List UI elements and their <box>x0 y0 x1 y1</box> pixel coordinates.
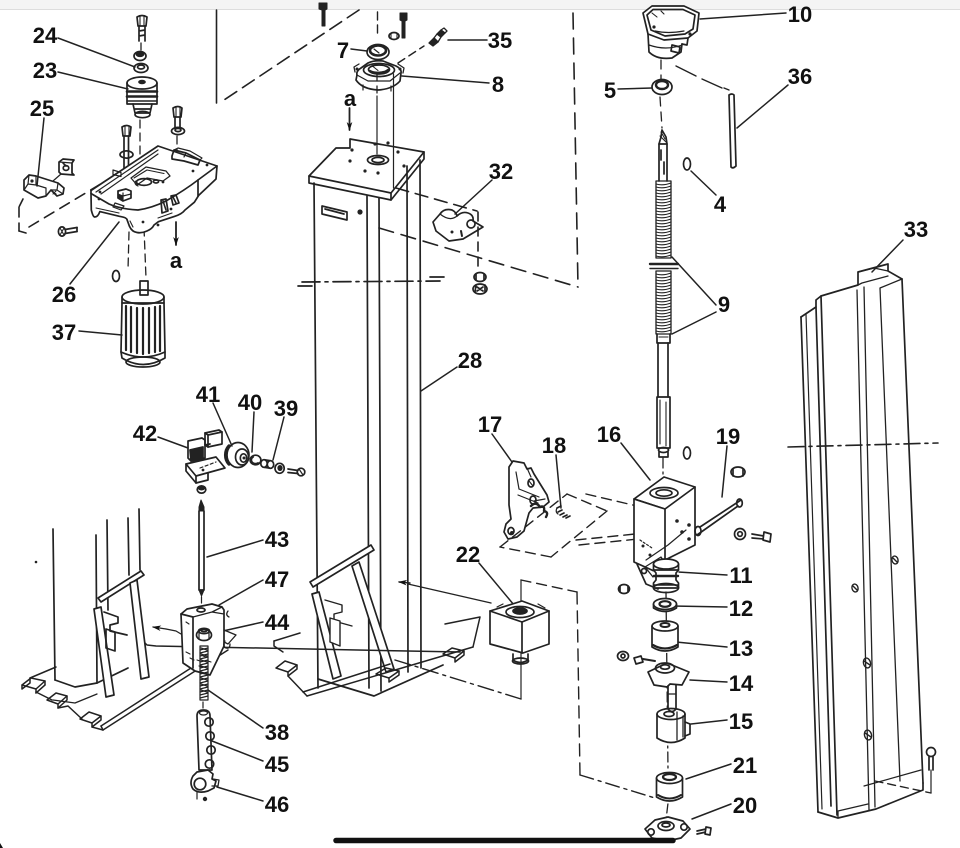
svg-text:4: 4 <box>714 192 727 217</box>
svg-text:41: 41 <box>196 382 220 407</box>
svg-text:28: 28 <box>458 348 482 373</box>
svg-text:43: 43 <box>265 527 289 552</box>
svg-text:10: 10 <box>788 2 812 27</box>
svg-text:42: 42 <box>133 421 157 446</box>
svg-text:16: 16 <box>597 422 621 447</box>
svg-text:13: 13 <box>729 636 753 661</box>
svg-text:9: 9 <box>718 292 730 317</box>
svg-text:15: 15 <box>729 709 753 734</box>
svg-text:14: 14 <box>729 671 754 696</box>
svg-text:a: a <box>170 248 183 273</box>
svg-text:46: 46 <box>265 792 289 817</box>
svg-text:32: 32 <box>489 159 513 184</box>
svg-text:23: 23 <box>33 58 57 83</box>
svg-text:22: 22 <box>456 542 480 567</box>
svg-text:36: 36 <box>788 64 812 89</box>
svg-text:45: 45 <box>265 752 289 777</box>
svg-text:35: 35 <box>488 28 512 53</box>
svg-text:39: 39 <box>274 396 298 421</box>
svg-text:24: 24 <box>33 23 58 48</box>
svg-text:19: 19 <box>716 424 740 449</box>
svg-text:5: 5 <box>604 78 616 103</box>
svg-text:47: 47 <box>265 567 289 592</box>
svg-text:18: 18 <box>542 433 566 458</box>
svg-text:37: 37 <box>52 320 76 345</box>
svg-text:25: 25 <box>30 96 54 121</box>
svg-text:a: a <box>344 86 357 111</box>
svg-text:11: 11 <box>729 563 752 588</box>
svg-text:17: 17 <box>478 412 502 437</box>
svg-text:20: 20 <box>733 793 757 818</box>
svg-text:7: 7 <box>337 38 349 63</box>
svg-text:44: 44 <box>265 610 290 635</box>
svg-text:8: 8 <box>492 72 504 97</box>
svg-text:26: 26 <box>52 282 76 307</box>
svg-text:33: 33 <box>904 217 928 242</box>
svg-text:12: 12 <box>729 596 753 621</box>
svg-text:40: 40 <box>238 390 262 415</box>
svg-text:21: 21 <box>733 753 757 778</box>
svg-text:38: 38 <box>265 720 289 745</box>
